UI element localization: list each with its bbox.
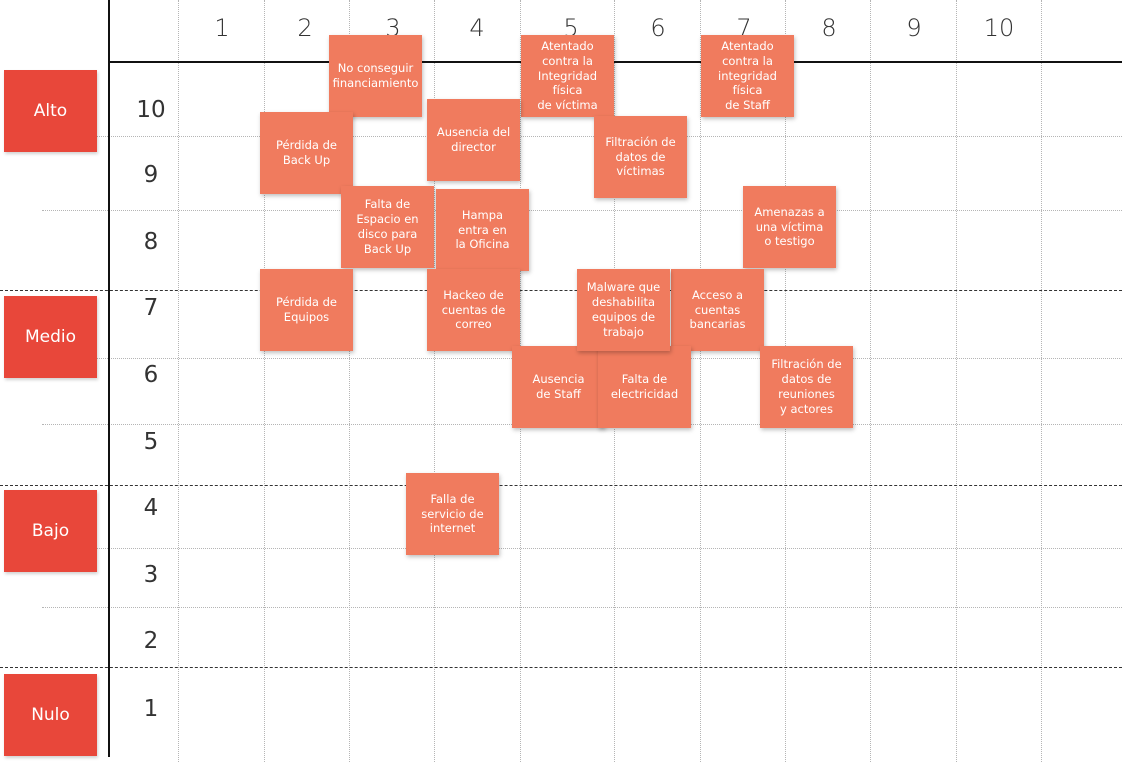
column-label: 1 xyxy=(214,14,230,42)
risk-note[interactable]: Falta de Espacio en disco para Back Up xyxy=(341,186,434,268)
level-medio: Medio xyxy=(4,296,97,378)
row-label: 1 xyxy=(143,696,159,722)
risk-note[interactable]: Amenazas a una víctima o testigo xyxy=(743,186,836,268)
grid-line xyxy=(178,0,179,762)
row-label: 3 xyxy=(143,562,159,588)
grid-line xyxy=(264,0,265,762)
row-label: 9 xyxy=(143,162,159,188)
x-axis xyxy=(108,61,1122,63)
risk-note[interactable]: Filtración de datos de víctimas xyxy=(594,116,687,198)
level-nulo: Nulo xyxy=(4,674,97,756)
row-label: 6 xyxy=(143,362,159,388)
grid-line xyxy=(870,0,871,762)
risk-note[interactable]: Ausencia del director xyxy=(427,99,520,181)
grid-line xyxy=(42,607,1122,608)
level-bajo: Bajo xyxy=(4,490,97,572)
grid-line xyxy=(42,548,1122,549)
risk-note[interactable]: No conseguir financiamiento xyxy=(329,35,422,117)
column-label: 10 xyxy=(983,14,1015,42)
grid-line xyxy=(956,0,957,762)
row-label: 4 xyxy=(143,495,159,521)
risk-note[interactable]: Acceso a cuentas bancarias xyxy=(671,269,764,351)
row-label: 2 xyxy=(143,628,159,654)
risk-note[interactable]: Hampa entra en la Oficina xyxy=(436,189,529,271)
risk-note[interactable]: Malware que deshabilita equipos de traba… xyxy=(577,269,670,351)
risk-note[interactable]: Falta de electricidad xyxy=(598,346,691,428)
column-label: 8 xyxy=(821,14,837,42)
risk-note[interactable]: Ausencia de Staff xyxy=(512,346,605,428)
risk-note[interactable]: Pérdida de Equipos xyxy=(260,269,353,351)
grid-line xyxy=(349,0,350,762)
level-separator xyxy=(0,290,1122,291)
risk-note[interactable]: Hackeo de cuentas de correo xyxy=(427,269,520,351)
column-label: 6 xyxy=(650,14,666,42)
grid-line xyxy=(42,210,1122,211)
risk-note[interactable]: Falla de servicio de internet xyxy=(406,473,499,555)
risk-note[interactable]: Pérdida de Back Up xyxy=(260,112,353,194)
y-axis xyxy=(108,0,110,757)
risk-note[interactable]: Atentado contra la Integridad física de … xyxy=(521,35,614,117)
risk-note[interactable]: Filtración de datos de reuniones y actor… xyxy=(760,346,853,428)
row-label: 5 xyxy=(143,429,159,455)
level-alto: Alto xyxy=(4,70,97,152)
column-label: 9 xyxy=(906,14,922,42)
grid-line xyxy=(700,0,701,762)
column-label: 2 xyxy=(297,14,313,42)
risk-note[interactable]: Atentado contra la integridad física de … xyxy=(701,35,794,117)
grid-line xyxy=(1041,0,1042,762)
level-separator xyxy=(0,485,1122,486)
grid-line xyxy=(42,136,1122,137)
row-label: 7 xyxy=(143,295,159,321)
row-label: 10 xyxy=(136,97,166,123)
level-separator xyxy=(0,667,1122,668)
grid-line xyxy=(434,0,435,762)
column-label: 4 xyxy=(469,14,485,42)
row-label: 8 xyxy=(143,229,159,255)
